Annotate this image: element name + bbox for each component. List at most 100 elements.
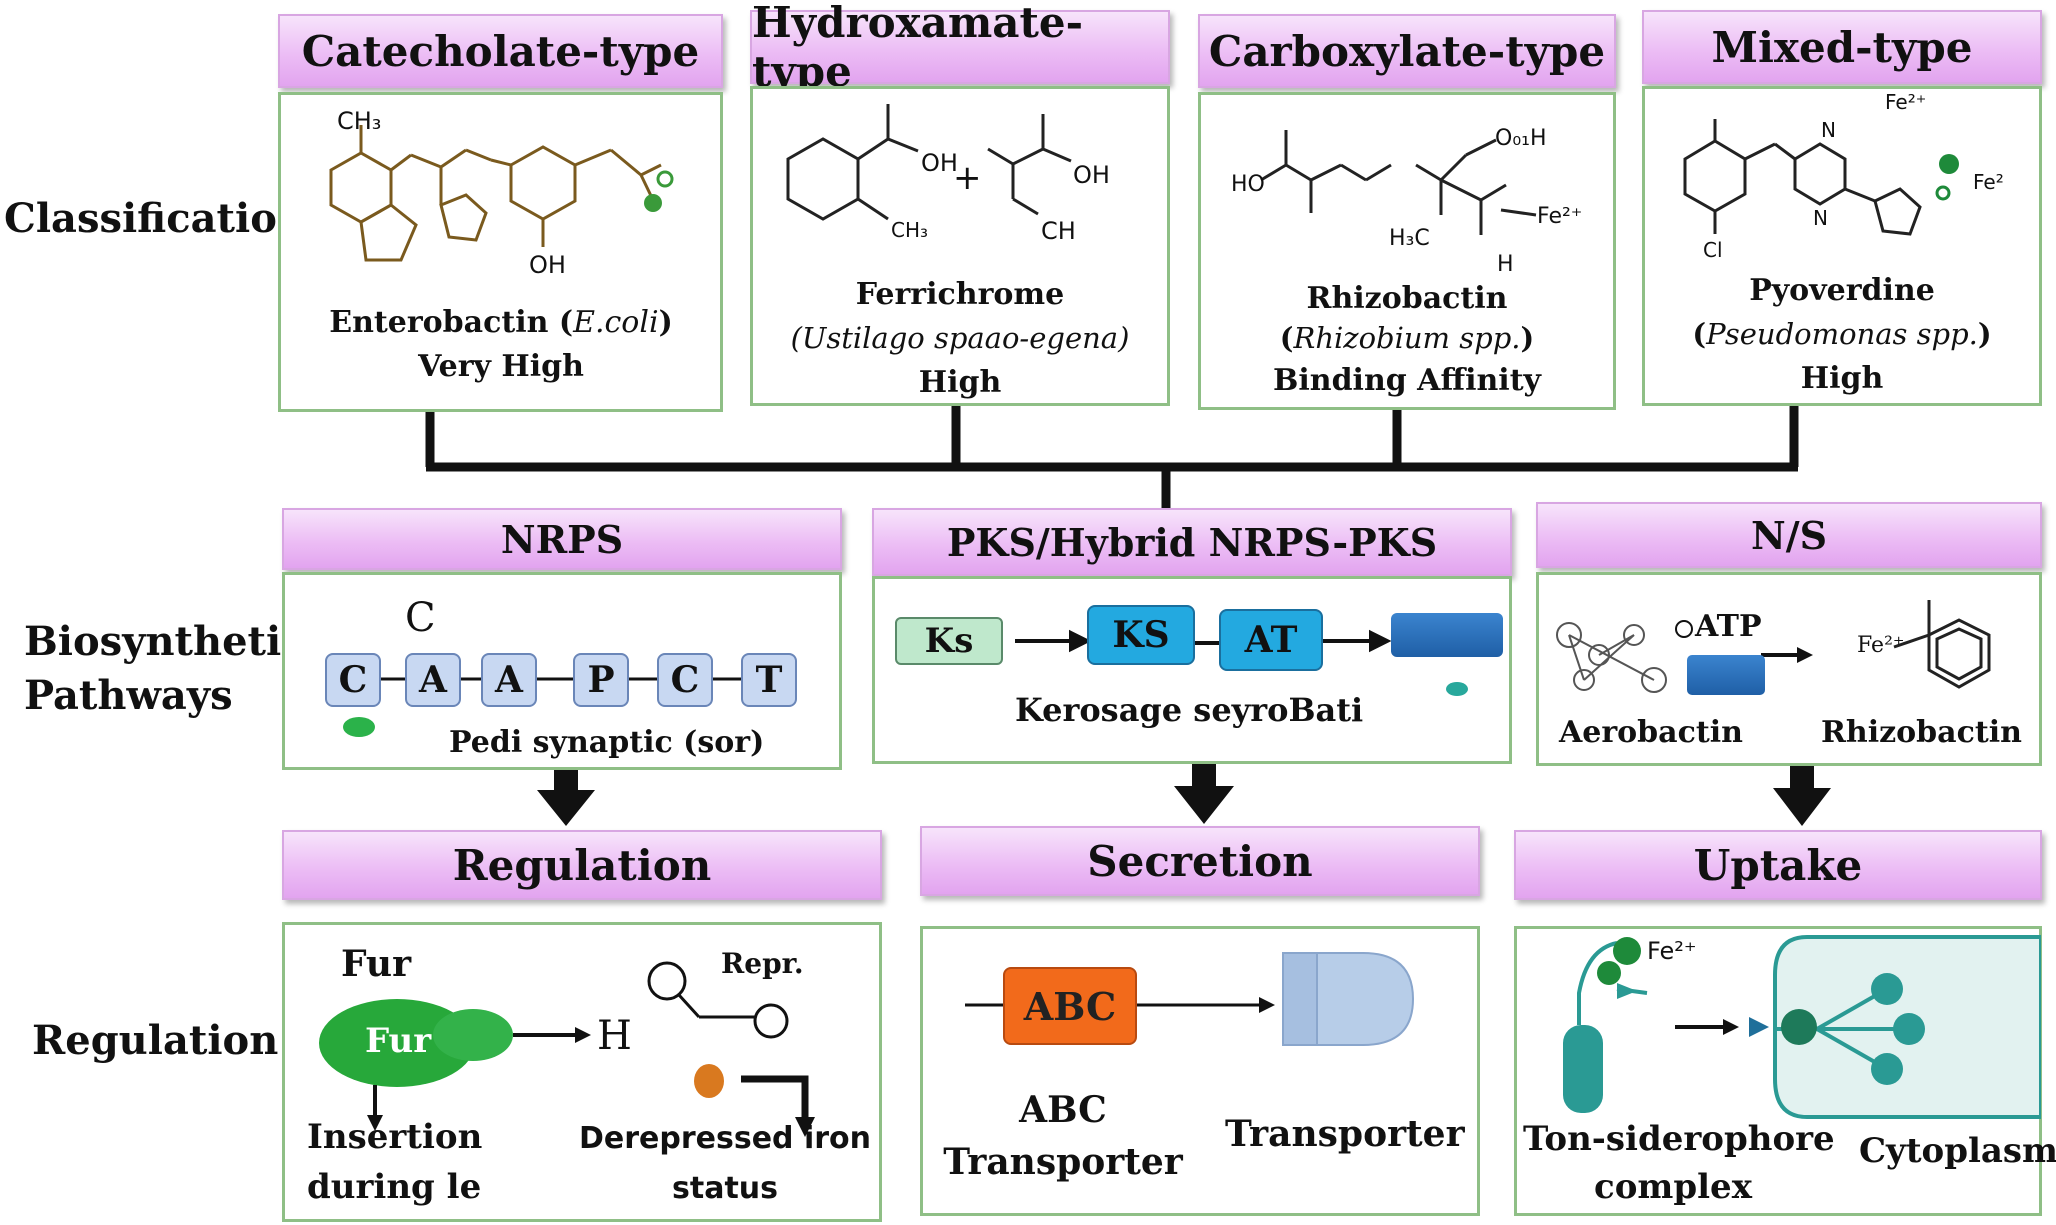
fur-blob-label: Fur [365,1021,432,1061]
banner-secretion-label: Secretion [1087,836,1313,886]
transporter-label: Transporter [1225,1113,1465,1155]
label-plus: + [953,158,982,198]
nrps-module-4: P [573,653,629,707]
label-h3c: H₃C [1389,226,1430,251]
panel-nrps: C C A A P C T Pedi synaptic (sor) [282,572,842,770]
ferrichrome-affinity: High [918,365,1002,400]
side-label-pathways: Pathways [24,672,233,719]
ferrichrome-name: Ferrichrome [855,277,1065,312]
label-cl: Cl [1703,238,1723,262]
banner-catecholate: Catecholate-type [278,14,723,88]
pks-arrows [1015,629,1468,696]
banner-pks-label: PKS/Hybrid NRPS-PKS [946,519,1438,565]
uptake-fe-label: Fe²⁺ [1647,937,1697,965]
nrps-module-5: C [657,653,713,707]
banner-uptake: Uptake [1514,830,2042,900]
banner-regulation-label: Regulation [452,840,712,890]
banner-mixed-label: Mixed-type [1711,22,1973,72]
label-oh-1: OH [921,149,958,177]
ns-enzyme-box [1687,655,1765,695]
nrps-module-6: T [741,653,797,707]
arrow-down-regulation [537,770,595,826]
pks-ks-box: KS [1087,605,1195,665]
banner-secretion: Secretion [920,826,1480,896]
banner-ns-label: N/S [1750,512,1828,558]
pks-dot [1446,682,1468,696]
enterobactin-name-line: Enterobactin (E.coli) [329,305,673,340]
banner-carboxylate-label: Carboxylate-type [1208,26,1606,76]
rhizobactin-organism-line: (Rhizobium spp.) [1279,321,1535,355]
banner-ns: N/S [1536,502,2042,568]
panel-mixed: Cl N N Fe²⁺ Fe² Pyoverdine (Pseudomonas … [1642,86,2042,406]
label-oh: OH [529,251,566,279]
banner-regulation: Regulation [282,830,882,900]
label-ch: CH [1041,217,1076,245]
banner-catecholate-label: Catecholate-type [301,26,700,76]
pyoverdine-organism-line: (Pseudomonas spp.) [1692,317,1992,351]
ns-diagram [1556,600,1991,693]
panel-catecholate: CH₃ OH Enterobactin (E.coli) Very High [278,92,723,412]
ferrichrome-structure: OH CH₃ + OH CH [786,104,1110,245]
abc-box: ABC [1003,967,1137,1045]
ns-aerobactin-label: Aerobactin [1559,715,1743,750]
label-fe-sup: Fe²⁺ [1885,90,1926,114]
label-fe-2: Fe² [1973,170,2004,194]
pks-caption: Kerosage seyroBati [1015,691,1364,729]
panel-carboxylate: HO O₀₁H Fe²⁺ H₃C H Rhizobactin (Rhizobiu… [1198,92,1616,410]
derepressed-label-1: Derepressed iron [578,1121,872,1156]
side-label-classification: Classification [4,195,306,242]
banner-nrps-label: NRPS [500,516,624,562]
ton-label-1: Ton-siderophore [1523,1119,1835,1159]
insertion-label-1: Insertion [307,1117,483,1157]
insertion-label-2: during le [307,1167,482,1207]
pyoverdine-organism: Pseudomonas spp. [1706,317,1978,351]
arrow-down-uptake [1773,766,1831,826]
rhizobactin-name: Rhizobactin [1306,281,1508,316]
pyoverdine-structure: Cl N N Fe²⁺ Fe² [1683,90,2004,262]
pks-at-box: AT [1219,609,1323,671]
ns-fe-label: Fe²⁺ [1857,633,1905,658]
uptake-diagram [1563,935,2041,1119]
label-ch3-b: CH₃ [891,218,928,242]
nrps-module-line [325,677,795,737]
label-fe2: Fe²⁺ [1537,204,1582,229]
regulation-diagram [319,961,815,1137]
nrps-caption: Pedi synaptic (sor) [449,725,765,760]
enterobactin-organism: E.coli [573,305,659,340]
arrow-down-secretion [1174,764,1234,824]
iron-binding-dot [644,194,662,212]
panel-pks: Ks KS AT Kerosage seyroBati [872,576,1512,764]
banner-uptake-label: Uptake [1693,840,1863,890]
iron-dot-1 [1939,154,1959,174]
panel-secretion: ABC ABC Transporter Transporter [920,926,1480,1216]
h-label: H [597,1013,632,1059]
label-n-1: N [1821,118,1836,142]
side-label-regulation: Regulation [32,1017,279,1064]
transporter-icon [1282,952,1415,1046]
banner-carboxylate: Carboxylate-type [1198,14,1616,88]
derepressed-label-2: status [672,1171,778,1206]
enterobactin-name: Enterobactin [329,305,549,340]
siderophore-dot-1 [1613,937,1641,965]
repressor-icon [647,961,789,1039]
nrps-dot [343,717,375,737]
label-oh-2: OH [1073,161,1110,189]
panel-hydroxamate: OH CH₃ + OH CH Ferrichrome (Ustilago spa… [750,86,1170,406]
nrps-module-3: A [481,653,537,707]
rhizobactin-organism: Rhizobium spp. [1293,321,1521,355]
ferrichrome-organism-line: (Ustilago spaao-egena) [790,321,1130,355]
pks-ks-small-box: Ks [895,617,1003,665]
abc-label-2: Transporter [943,1141,1183,1183]
repressor-label: Repr. [721,947,804,980]
fur-top-label: Fur [341,943,412,985]
label-h: H [1497,252,1514,277]
enterobactin-affinity: Very High [418,349,584,384]
ton-label-2: complex [1594,1167,1752,1207]
ferrichrome-organism: Ustilago spaao-egena [801,321,1119,355]
pyoverdine-name: Pyoverdine [1749,273,1935,308]
secretion-diagram [965,952,1415,1046]
banner-nrps: NRPS [282,508,842,570]
nrps-module-2: A [405,653,461,707]
pyoverdine-affinity: High [1800,361,1884,396]
banner-hydroxamate-label: Hydroxamate-type [752,0,1084,96]
